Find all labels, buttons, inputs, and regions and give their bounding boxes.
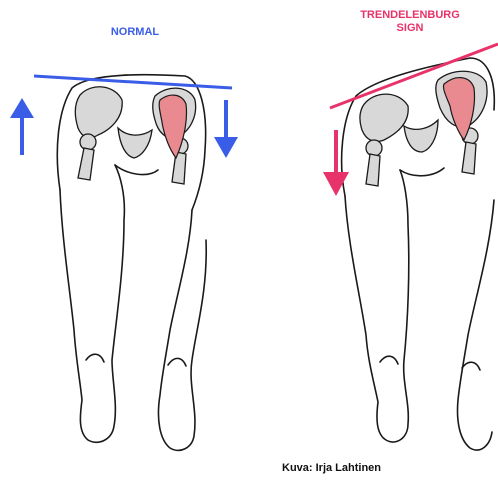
trendelenburg-title: TRENDELENBURG SIGN	[330, 9, 490, 35]
normal-left-ilium	[75, 87, 122, 138]
normal-arrow-down-icon	[214, 100, 238, 158]
trend-left-femur	[366, 154, 380, 186]
normal-arrow-up-icon	[10, 98, 34, 155]
trendelenburg-title-line1: TRENDELENBURG	[330, 9, 490, 22]
normal-left-leg	[60, 165, 124, 442]
trend-left-femur-head	[366, 140, 382, 156]
normal-title: NORMAL	[90, 26, 180, 39]
trend-right-femur	[462, 142, 476, 174]
normal-left-femur	[78, 148, 94, 180]
normal-right-leg	[158, 210, 206, 450]
trend-right-leg	[458, 200, 495, 450]
normal-pelvic-level-line	[34, 76, 232, 88]
normal-sacrum	[118, 128, 152, 158]
trend-left-ilium	[360, 94, 408, 141]
trend-sacrum	[404, 120, 438, 152]
normal-right-femur	[172, 152, 186, 184]
trend-left-leg	[345, 170, 409, 442]
image-credit: Kuva: Irja Lahtinen	[282, 462, 432, 475]
trend-arrow-down-icon	[323, 130, 349, 196]
normal-crotch	[115, 165, 158, 175]
trendelenburg-title-line2: SIGN	[330, 22, 490, 35]
normal-left-femur-head	[80, 134, 96, 150]
